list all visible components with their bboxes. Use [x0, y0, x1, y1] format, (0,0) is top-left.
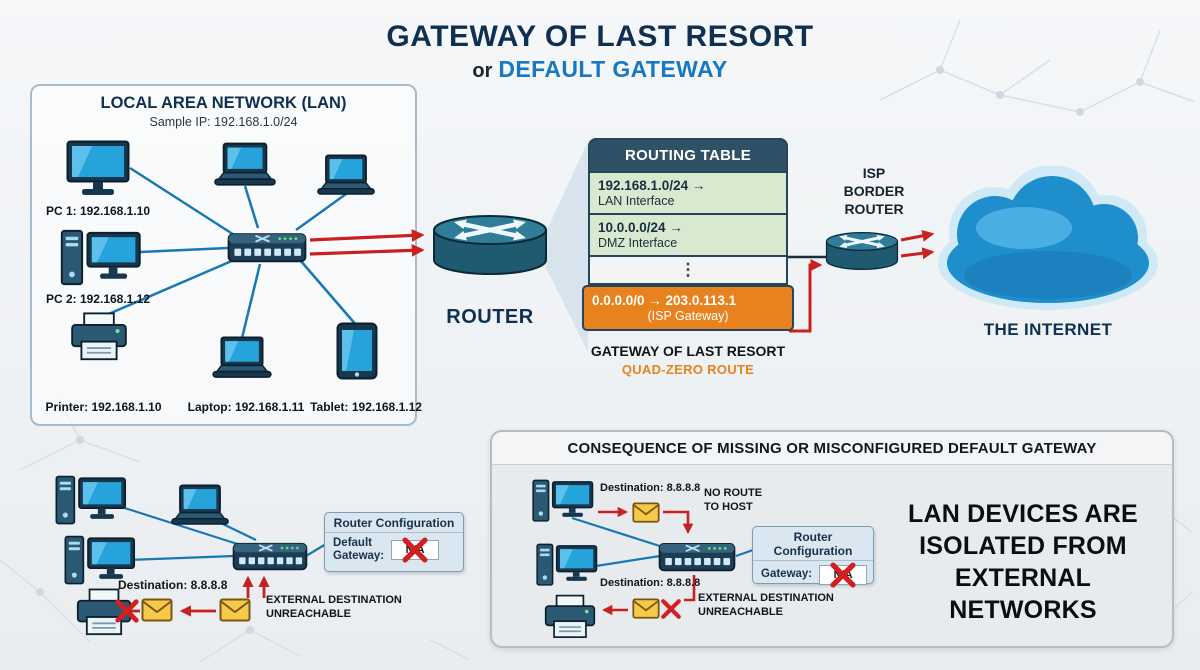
title-or: or [472, 60, 493, 82]
internet-cloud-icon [928, 166, 1168, 316]
route-entry: 10.0.0.0/24 → [598, 220, 683, 235]
pc1-label: PC 1: 192.168.1.10 [45, 204, 151, 218]
title-default-gateway: DEFAULT GATEWAY [498, 56, 728, 82]
quad-zero-caption: QUAD-ZERO ROUTE [621, 362, 755, 377]
laptop-icon [211, 336, 273, 379]
printer-label: Printer: 192.168.1.10 [45, 400, 162, 414]
red-x-icon [114, 598, 140, 624]
desktop-icon [536, 542, 598, 588]
lan-subtitle: Sample IP: 192.168.1.0/24 [149, 115, 298, 129]
printer-icon [544, 594, 596, 640]
desktop-icon [532, 478, 594, 524]
printer-icon [70, 312, 128, 362]
tablet-label: Tablet: 192.168.1.12 [310, 400, 422, 414]
red-x-icon [826, 561, 860, 589]
router-config-box: Router Configuration Default Gateway: N/… [324, 512, 464, 572]
config-label: Gateway: [761, 568, 813, 581]
internet-label: THE INTERNET [983, 320, 1113, 339]
config-title: Router Configuration [325, 513, 463, 533]
routing-table-row: 192.168.1.0/24 → LAN Interface [588, 173, 788, 215]
routing-table-header: ROUTING TABLE [588, 138, 788, 173]
isp-border-router-label: ISP BORDER ROUTER [843, 165, 905, 218]
switch-icon [658, 536, 736, 573]
laptop-icon [170, 484, 230, 526]
router-config-box: Router Configuration Gateway: N/A [752, 526, 874, 584]
envelope-icon [141, 598, 173, 622]
router-icon [430, 212, 550, 278]
pc1-monitor-icon [66, 140, 130, 198]
route-entry: 0.0.0.0/0 → 203.0.113.1 [592, 293, 737, 308]
route-interface: DMZ Interface [598, 236, 678, 250]
gateway-caption: GATEWAY OF LAST RESORT [590, 343, 786, 359]
route-interface: LAN Interface [598, 194, 675, 208]
destination-label: Destination: 8.8.8.8 [118, 578, 228, 592]
envelope-icon [219, 598, 251, 622]
destination-label: Destination: 8.8.8.8 [600, 577, 701, 589]
routing-table-ellipsis: ⋮ [588, 257, 788, 285]
red-x-icon [398, 536, 432, 564]
laptop-icon [316, 154, 376, 196]
routing-table-row-default: 0.0.0.0/0 → 203.0.113.1 (ISP Gateway) [582, 285, 794, 331]
tablet-icon [336, 322, 378, 380]
destination-label: Destination: 8.8.8.8 [600, 482, 701, 494]
pc2-desktop-icon [60, 228, 142, 288]
red-x-icon [660, 598, 682, 620]
envelope-icon [632, 502, 660, 523]
switch-icon [227, 226, 307, 264]
laptop-icon [213, 142, 277, 187]
config-title: Router Configuration [753, 527, 873, 561]
lan-title: LOCAL AREA NETWORK (LAN) [100, 94, 347, 112]
isp-router-icon [824, 230, 900, 272]
isolation-message: LAN DEVICES ARE ISOLATED FROM EXTERNAL N… [908, 500, 1138, 624]
config-value-field: N/A [819, 565, 868, 585]
switch-icon [232, 536, 308, 572]
routing-table-row: 10.0.0.0/24 → DMZ Interface [588, 215, 788, 257]
envelope-icon [632, 598, 660, 619]
config-label: Default Gateway: [333, 537, 385, 563]
route-entry: 192.168.1.0/24 → [598, 178, 706, 193]
laptop-label: Laptop: 192.168.1.11 [187, 400, 305, 414]
unreachable-label: EXTERNAL DESTINATION UNREACHABLE [266, 594, 402, 620]
consequence-title: CONSEQUENCE OF MISSING OR MISCONFIGURED … [492, 432, 1172, 465]
routing-table: ROUTING TABLE 192.168.1.0/24 → LAN Inter… [582, 138, 794, 377]
unreachable-label: EXTERNAL DESTINATION UNREACHABLE [698, 592, 834, 618]
desktop-icon [55, 474, 127, 527]
pc2-label: PC 2: 192.168.1.12 [45, 292, 151, 306]
title-line1: GATEWAY OF LAST RESORT [386, 20, 814, 53]
router-label: ROUTER [446, 306, 534, 328]
no-route-label: NO ROUTE TO HOST [704, 487, 763, 513]
config-value-field: N/A [391, 540, 440, 560]
route-interface: (ISP Gateway) [647, 309, 729, 323]
